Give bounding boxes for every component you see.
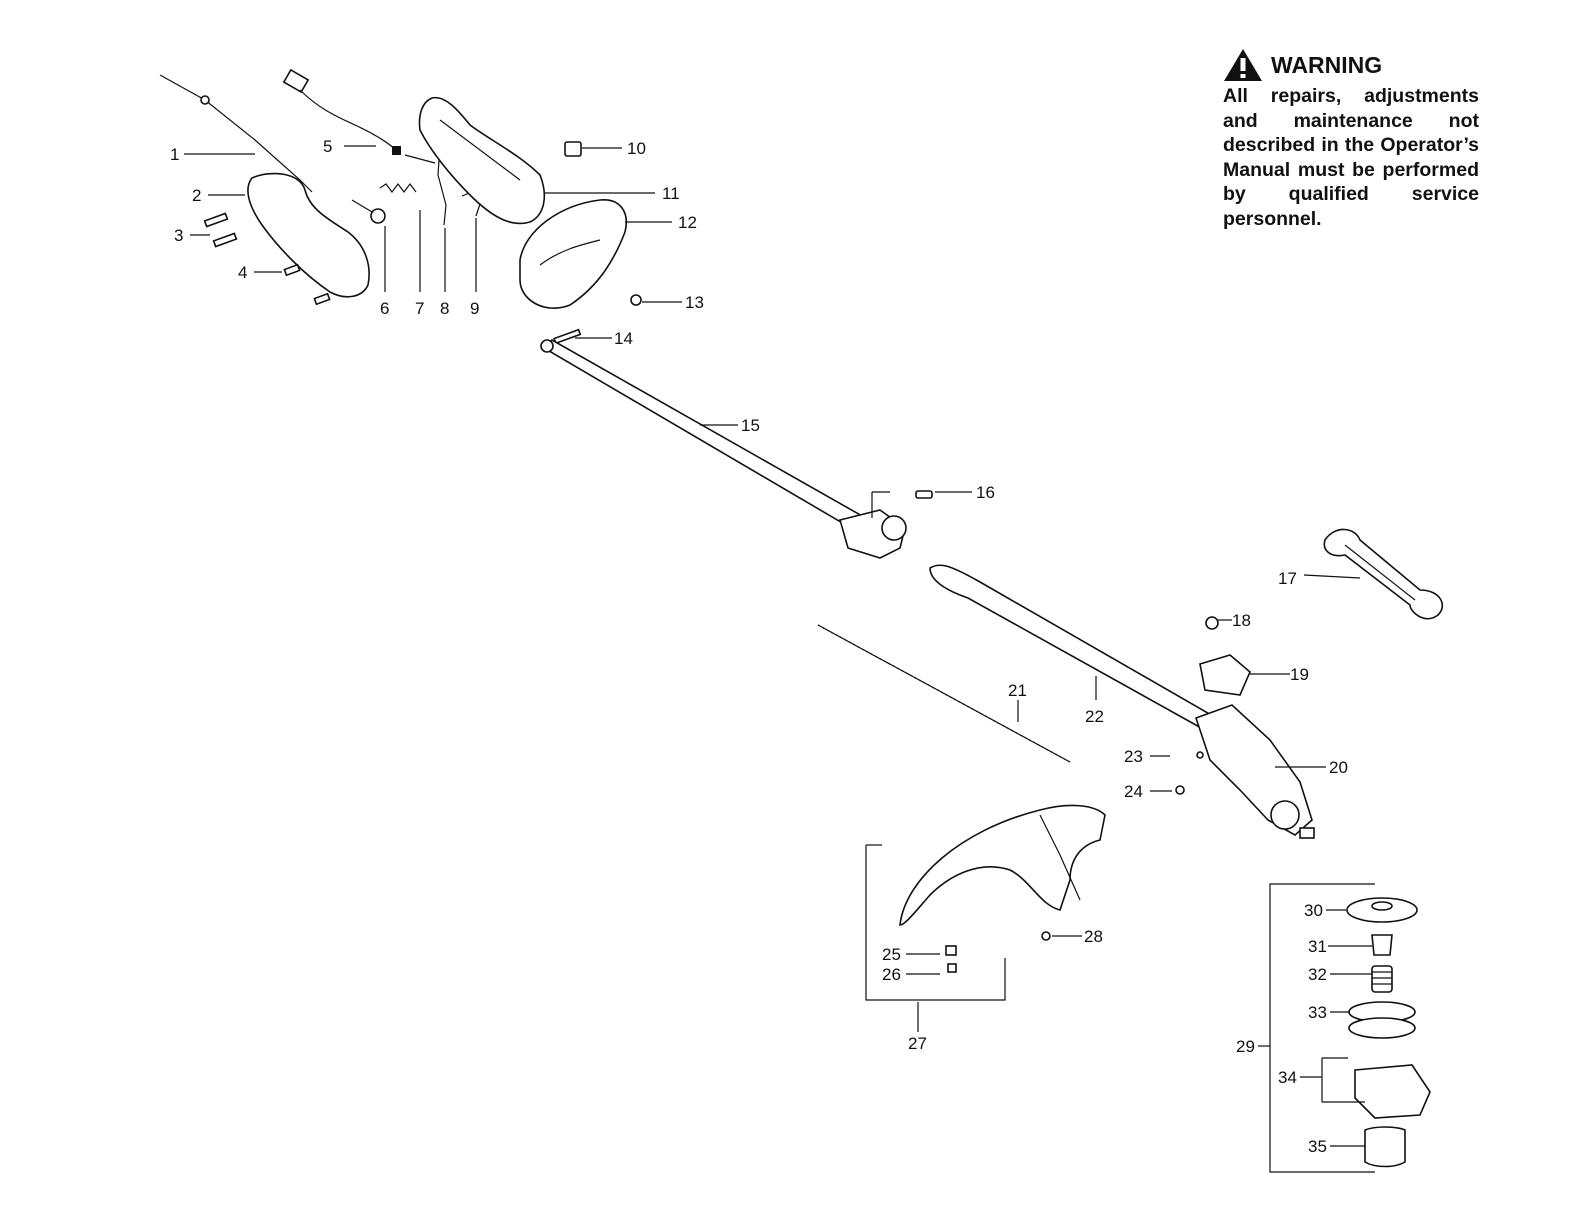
warning-box: WARNING All repairs, adjustments and mai… — [1223, 48, 1479, 231]
deflector-part — [899, 804, 1106, 973]
wire-harness-part — [282, 68, 401, 155]
trimmer-head-parts — [1346, 897, 1431, 1168]
callout-35: 35 — [1308, 1137, 1327, 1156]
callout-12: 12 — [678, 213, 697, 232]
handle-half-part — [247, 172, 370, 298]
shield-bracket — [865, 844, 1006, 1001]
callout-1: 1 — [170, 145, 179, 164]
handle-cover-part — [519, 199, 642, 309]
warning-triangle-icon — [1224, 49, 1262, 81]
callout-29: 29 — [1236, 1037, 1255, 1056]
callout-34: 34 — [1278, 1068, 1297, 1087]
callout-6: 6 — [380, 299, 389, 318]
callout-25: 25 — [882, 945, 901, 964]
callout-24: 24 — [1124, 782, 1143, 801]
callout-22: 22 — [1085, 707, 1104, 726]
callout-21: 21 — [1008, 681, 1027, 700]
callout-15: 15 — [741, 416, 760, 435]
callout-10: 10 — [627, 139, 646, 158]
callout-3: 3 — [174, 226, 183, 245]
warning-header: WARNING — [1223, 48, 1479, 82]
callout-28: 28 — [1084, 927, 1103, 946]
callout-7: 7 — [415, 299, 424, 318]
callout-19: 19 — [1290, 665, 1309, 684]
callout-31: 31 — [1308, 937, 1327, 956]
warning-text: All repairs, adjustments and maintenance… — [1223, 85, 1479, 230]
lower-shaft-part — [929, 564, 1222, 736]
callout-26: 26 — [882, 965, 901, 984]
coupler-part — [839, 490, 933, 559]
callout-32: 32 — [1308, 965, 1327, 984]
callout-18: 18 — [1232, 611, 1251, 630]
callout-13: 13 — [685, 293, 704, 312]
callout-17: 17 — [1278, 569, 1297, 588]
callout-16: 16 — [976, 483, 995, 502]
callout-8: 8 — [440, 299, 449, 318]
screws-part — [203, 212, 331, 306]
callout-30: 30 — [1304, 901, 1323, 920]
trimmer-head-bracket — [1269, 883, 1375, 1173]
callout-20: 20 — [1329, 758, 1348, 777]
callout-4: 4 — [238, 263, 247, 282]
drive-shaft-part — [817, 624, 1071, 763]
callout-14: 14 — [614, 329, 633, 348]
upper-shaft-part — [540, 339, 880, 540]
callouts: 1 2 3 4 5 6 7 8 9 10 11 12 13 — [170, 137, 1372, 1156]
callout-23: 23 — [1124, 747, 1143, 766]
callout-11: 11 — [662, 184, 680, 203]
callout-5: 5 — [323, 137, 332, 156]
shaft-pin-part — [553, 328, 582, 345]
handle-housing-part — [418, 96, 582, 225]
wrench-part — [1323, 528, 1444, 620]
callout-33: 33 — [1308, 1003, 1327, 1022]
gearhead-part — [1175, 616, 1315, 839]
callout-9: 9 — [470, 299, 479, 318]
throttle-cable-part — [159, 74, 313, 193]
warning-title: WARNING — [1271, 51, 1383, 78]
callout-27: 27 — [908, 1034, 927, 1053]
callout-2: 2 — [192, 186, 201, 205]
